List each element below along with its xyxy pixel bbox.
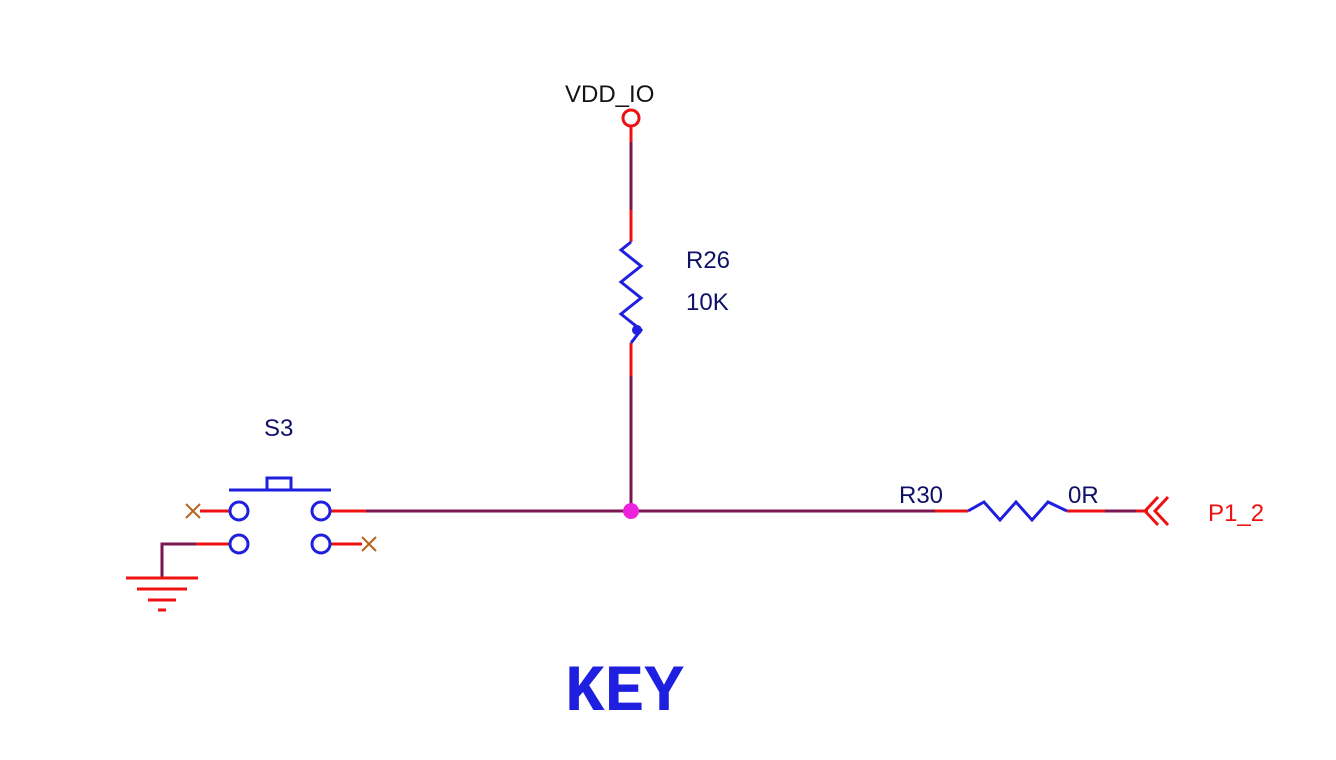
r26-designator: R26 [686, 247, 730, 274]
r30-designator: R30 [899, 482, 943, 509]
s3-terminal-1 [228, 500, 250, 522]
power-port-circle-icon [621, 108, 641, 128]
wire-ground [160, 542, 196, 578]
r30-value: 0R [1068, 482, 1099, 509]
pin-stubs [196, 125, 1148, 546]
port-connector-icon [1142, 495, 1170, 527]
s3-designator: S3 [264, 415, 293, 442]
power-net-label: VDD_IO [565, 81, 654, 108]
wire-net [160, 140, 1136, 578]
s3-terminal-4 [310, 533, 332, 555]
r26-pin-marker-icon [632, 325, 642, 335]
r30-resistor-icon [967, 499, 1068, 523]
junction-dot [623, 503, 639, 519]
s3-switch-icon [228, 476, 332, 555]
s3-terminal-2 [310, 500, 332, 522]
no-connect-icon [361, 536, 377, 552]
schematic-title: KEY [565, 655, 684, 730]
ground-icon [126, 576, 198, 612]
no-connect-icon [185, 503, 201, 519]
port-net-label: P1_2 [1208, 500, 1264, 527]
s3-terminal-3 [228, 533, 250, 555]
r26-value: 10K [686, 289, 729, 316]
s3-actuator-cap [265, 476, 293, 490]
